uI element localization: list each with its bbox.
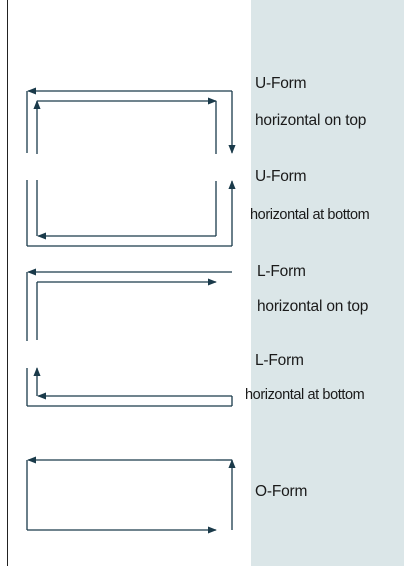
o-form-name: O-Form [255, 483, 308, 500]
u-form-top-name: U-Form [255, 75, 307, 92]
u-form-top-description: horizontal on top [255, 112, 367, 129]
u-form-bottom-name: U-Form [255, 168, 307, 185]
u-form-top-diagram [26, 87, 236, 154]
left-border-line [7, 0, 8, 566]
l-form-top-diagram [26, 268, 232, 341]
o-form-diagram [26, 456, 236, 534]
l-form-top-name: L-Form [257, 263, 306, 280]
l-form-bottom-name: L-Form [255, 352, 304, 369]
u-form-bottom-diagram [26, 180, 236, 247]
label-panel [251, 0, 404, 566]
l-form-bottom-diagram [26, 367, 233, 407]
u-form-bottom-description: horizontal at bottom [250, 207, 370, 223]
l-form-top-description: horizontal on top [257, 298, 369, 315]
l-form-bottom-description: horizontal at bottom [245, 387, 365, 403]
